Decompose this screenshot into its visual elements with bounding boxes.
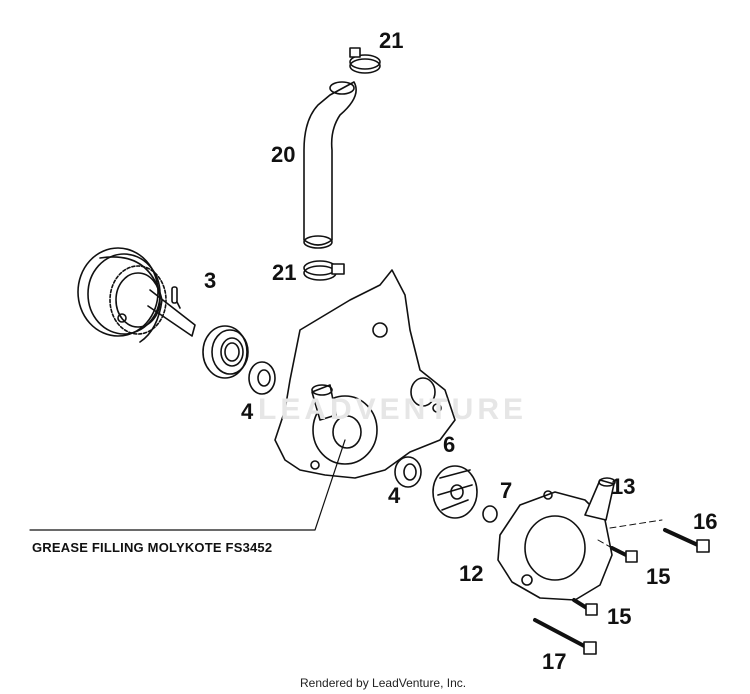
label-17: 17 xyxy=(542,649,567,674)
grease-leader xyxy=(29,439,346,531)
hose-clamp-bottom xyxy=(303,260,345,281)
coolant-hose xyxy=(303,81,357,249)
label-21-bottom: 21 xyxy=(272,260,297,285)
watermark: LEADVENTURE xyxy=(258,393,528,426)
label-20: 20 xyxy=(271,142,296,167)
bolt-17 xyxy=(533,618,597,655)
bolt-15-lower xyxy=(572,598,598,616)
impeller xyxy=(432,465,478,519)
label-16: 16 xyxy=(693,509,718,534)
label-15-upper: 15 xyxy=(646,564,671,589)
label-4-right: 4 xyxy=(388,483,401,508)
label-15-lower: 15 xyxy=(607,604,632,629)
bolt-15-upper xyxy=(610,546,638,563)
circlip xyxy=(482,505,498,523)
footer-credit: Rendered by LeadVenture, Inc. xyxy=(300,676,467,690)
label-12: 12 xyxy=(459,561,484,586)
label-3: 3 xyxy=(204,268,217,293)
label-21-top: 21 xyxy=(379,28,404,53)
label-7: 7 xyxy=(500,478,513,503)
bearing-right xyxy=(394,456,422,488)
hose-clamp-top xyxy=(349,47,381,74)
center-lines xyxy=(597,519,663,549)
water-pump-cover xyxy=(497,490,613,601)
label-13: 13 xyxy=(611,474,636,499)
crankcase-cover xyxy=(274,269,456,479)
label-6: 6 xyxy=(443,432,456,457)
pump-fitting xyxy=(584,477,616,521)
grease-note: GREASE FILLING MOLYKOTE FS3452 xyxy=(32,540,273,555)
pin xyxy=(171,286,178,304)
label-4-left: 4 xyxy=(241,399,254,424)
gear-assembly xyxy=(77,247,196,343)
bearing-left xyxy=(202,325,249,379)
bolt-16 xyxy=(663,528,710,553)
seal-left xyxy=(248,361,276,395)
